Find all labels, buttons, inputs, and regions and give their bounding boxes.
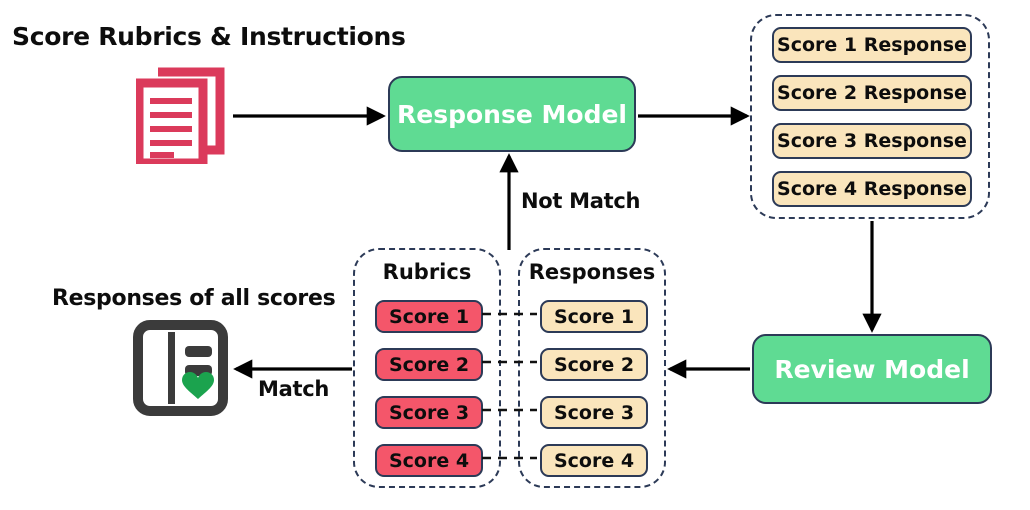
- response-chip-1[interactable]: Score 1: [540, 300, 648, 333]
- rubric-chip-3[interactable]: Score 3: [375, 396, 483, 429]
- rubrics-panel: Rubrics Score 1 Score 2 Score 3 Score 4: [353, 248, 501, 488]
- rubrics-panel-heading: Rubrics: [382, 260, 472, 284]
- edge-label-not-match: Not Match: [521, 189, 641, 213]
- responses-panel: Responses Score 1 Score 2 Score 3 Score …: [518, 248, 666, 488]
- heart-icon: [182, 372, 214, 399]
- score-response-chip-4[interactable]: Score 4 Response: [772, 171, 972, 207]
- response-chip-4[interactable]: Score 4: [540, 444, 648, 477]
- documents-icon: [134, 58, 242, 168]
- score-response-chip-3[interactable]: Score 3 Response: [772, 123, 972, 159]
- edge-label-match: Match: [258, 377, 330, 401]
- response-model-node[interactable]: Response Model: [388, 76, 636, 152]
- page-title-score-rubrics: Score Rubrics & Instructions: [12, 22, 406, 51]
- responses-summary-icon: [133, 320, 228, 416]
- review-model-node[interactable]: Review Model: [752, 334, 992, 404]
- score-response-chip-1[interactable]: Score 1 Response: [772, 27, 972, 63]
- rubric-chip-2[interactable]: Score 2: [375, 348, 483, 381]
- response-chip-2[interactable]: Score 2: [540, 348, 648, 381]
- responses-panel-heading: Responses: [528, 260, 656, 284]
- rubric-chip-1[interactable]: Score 1: [375, 300, 483, 333]
- page-title-responses-of-all-scores: Responses of all scores: [52, 286, 336, 311]
- response-chip-3[interactable]: Score 3: [540, 396, 648, 429]
- score-response-chip-2[interactable]: Score 2 Response: [772, 75, 972, 111]
- score-responses-panel: Score 1 Response Score 2 Response Score …: [750, 14, 990, 219]
- rubric-chip-4[interactable]: Score 4: [375, 444, 483, 477]
